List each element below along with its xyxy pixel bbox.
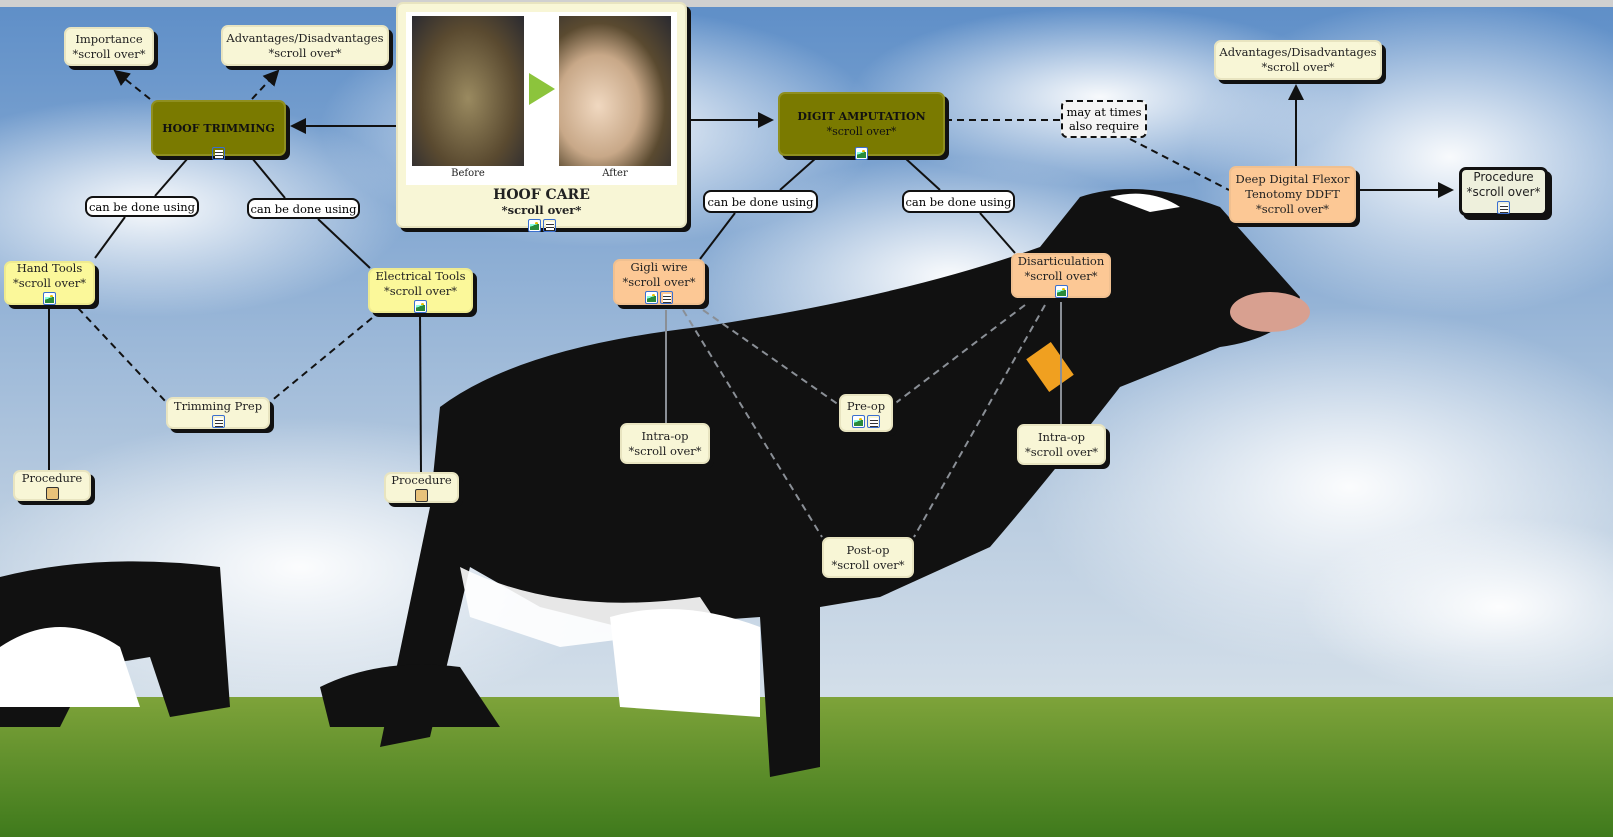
- document-resource-icon[interactable]: [867, 414, 880, 428]
- node-title-line2: Tenotomy DDFT: [1245, 187, 1340, 201]
- image-resource-icon[interactable]: [1054, 284, 1068, 298]
- node-digit-amputation[interactable]: DIGIT AMPUTATION *scroll over*: [778, 92, 945, 160]
- document-resource-icon[interactable]: [542, 219, 556, 232]
- node-subtitle: *scroll over*: [13, 276, 86, 290]
- before-label: Before: [451, 168, 485, 179]
- node-importance[interactable]: Importance*scroll over*: [64, 27, 154, 66]
- node-intra-op-left[interactable]: Intra-op*scroll over*: [620, 423, 710, 464]
- node-procedure-left[interactable]: Procedure: [13, 470, 91, 501]
- hoof-after-photo: [559, 16, 671, 166]
- document-resource-icon[interactable]: [660, 291, 673, 304]
- node-title: Procedure: [21, 471, 83, 485]
- node-hoof-care[interactable]: Before After HOOF CARE *scroll over*: [396, 2, 687, 232]
- image-resource-icon[interactable]: [852, 414, 865, 428]
- node-pre-op[interactable]: Pre-op: [839, 394, 893, 432]
- node-disarticulation[interactable]: Disarticulation*scroll over*: [1011, 253, 1111, 298]
- image-resource-icon[interactable]: [414, 299, 427, 313]
- node-electrical-tools[interactable]: Electrical Tools*scroll over*: [368, 268, 473, 313]
- document-resource-icon[interactable]: [212, 147, 225, 160]
- node-subtitle: *scroll over*: [384, 283, 457, 298]
- node-trimming-prep[interactable]: Trimming Prep: [166, 397, 270, 429]
- node-advantages-right[interactable]: Advantages/Disadvantages*scroll over*: [1214, 40, 1382, 80]
- node-subtitle: *scroll over*: [501, 203, 582, 217]
- image-resource-icon[interactable]: [855, 147, 868, 160]
- node-subtitle: *scroll over*: [268, 45, 342, 60]
- node-title: Electrical Tools: [375, 268, 466, 283]
- document-resource-icon[interactable]: [415, 489, 428, 502]
- link-can-be-done-using-3: can be done using: [703, 190, 818, 213]
- node-title: Post-op: [846, 542, 890, 557]
- node-title: Pre-op: [846, 398, 886, 413]
- image-resource-icon[interactable]: [43, 292, 56, 305]
- node-hand-tools[interactable]: Hand Tools*scroll over*: [4, 261, 95, 305]
- node-subtitle: *scroll over*: [1024, 268, 1098, 283]
- node-title: HOOF CARE: [493, 187, 590, 203]
- node-subtitle: *scroll over*: [628, 443, 702, 458]
- node-subtitle: *scroll over*: [1025, 444, 1098, 459]
- image-resource-icon[interactable]: [645, 291, 658, 304]
- node-title: Intra-op: [641, 428, 689, 443]
- node-title: Gigli wire: [630, 260, 688, 274]
- node-title: Hand Tools: [16, 261, 83, 275]
- node-procedure-right[interactable]: Procedure*scroll over*: [1459, 167, 1548, 216]
- link-can-be-done-using-1: can be done using: [85, 196, 199, 217]
- node-title: Intra-op: [1037, 429, 1086, 444]
- node-hoof-trimming[interactable]: HOOF TRIMMING: [151, 100, 286, 160]
- image-resource-icon[interactable]: [527, 219, 541, 232]
- document-resource-icon[interactable]: [1497, 200, 1510, 214]
- node-title: Importance: [75, 31, 143, 46]
- node-advantages-left[interactable]: Advantages/Disadvantages*scroll over*: [221, 25, 389, 66]
- node-title: Advantages/Disadvantages: [226, 30, 384, 45]
- arrow-right-icon: [528, 72, 555, 105]
- node-post-op[interactable]: Post-op*scroll over*: [822, 537, 914, 578]
- node-title: Deep Digital Flexor: [1235, 172, 1350, 186]
- node-subtitle: *scroll over*: [622, 275, 696, 289]
- node-title: Advantages/Disadvantages: [1219, 45, 1377, 59]
- hoof-before-photo: [412, 16, 524, 166]
- hoof-before-after-image: Before After: [406, 12, 677, 185]
- document-resource-icon[interactable]: [211, 414, 225, 428]
- document-resource-icon[interactable]: [45, 487, 59, 500]
- node-subtitle: *scroll over*: [1256, 202, 1329, 216]
- node-subtitle: *scroll over*: [831, 557, 905, 572]
- node-title: DIGIT AMPUTATION: [797, 110, 926, 123]
- link-text-line2: also require: [1068, 119, 1140, 133]
- node-title: HOOF TRIMMING: [162, 121, 275, 135]
- node-intra-op-right[interactable]: Intra-op*scroll over*: [1017, 424, 1106, 465]
- node-procedure-mid[interactable]: Procedure: [384, 472, 459, 503]
- node-title: Trimming Prep: [173, 398, 263, 413]
- node-subtitle: *scroll over*: [72, 46, 146, 61]
- node-subtitle: *scroll over*: [826, 125, 897, 138]
- link-can-be-done-using-4: can be done using: [902, 190, 1015, 213]
- node-title: Disarticulation: [1017, 253, 1105, 268]
- node-gigli-wire[interactable]: Gigli wire*scroll over*: [613, 259, 705, 305]
- node-title: Procedure: [1473, 169, 1534, 184]
- node-title: Procedure: [391, 473, 452, 487]
- after-label: After: [602, 168, 628, 179]
- link-text-line1: may at times: [1066, 105, 1142, 119]
- link-can-be-done-using-2: can be done using: [247, 198, 360, 219]
- node-subtitle: *scroll over*: [1466, 184, 1541, 199]
- node-subtitle: *scroll over*: [1261, 60, 1335, 74]
